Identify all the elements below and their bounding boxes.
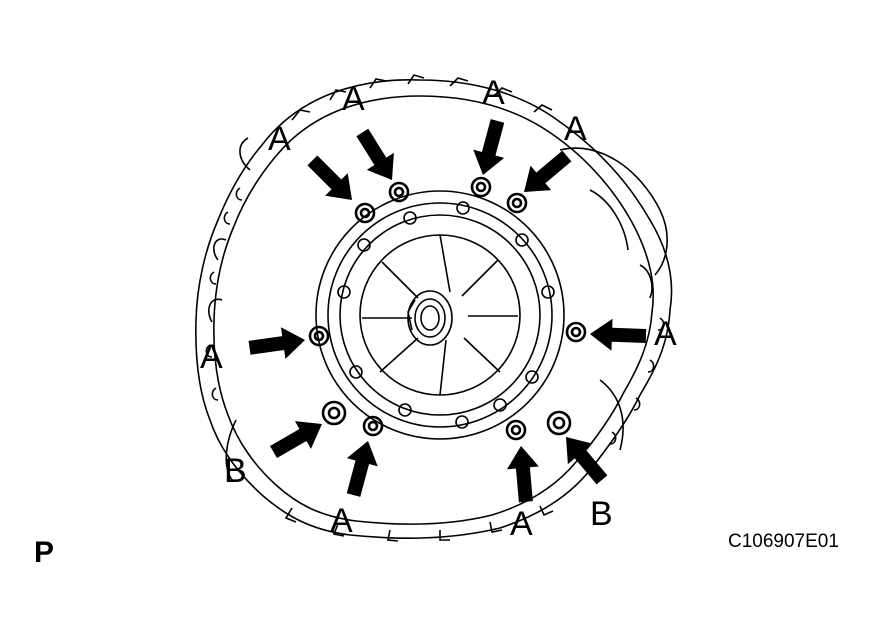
bolt-a (505, 419, 527, 441)
arrow-a-top-center (473, 119, 505, 175)
bolts (308, 176, 587, 441)
arrow-a-bottom-right (506, 446, 539, 503)
callout-a-right: A (654, 315, 677, 353)
bolt-b (546, 410, 572, 436)
bolt-a (308, 325, 330, 347)
callout-a-top-left-1: A (268, 120, 291, 158)
callout-b-bottom-right: B (590, 495, 613, 533)
callout-b-bottom-left: B (224, 452, 247, 490)
view-mark: P (34, 536, 55, 569)
transmission-housing (195, 74, 673, 542)
bolt-a (354, 202, 376, 224)
arrow-b-bottom-left (270, 421, 322, 459)
arrow-a-top-left-1 (307, 155, 352, 200)
bolt-a (388, 181, 410, 203)
arrow-a-right (590, 318, 647, 351)
bolt-a (565, 321, 587, 343)
arrow-a-bottom-left (346, 441, 378, 497)
arrow-a-left (248, 327, 305, 359)
callout-labels: A A A A A A B A A B (200, 74, 677, 543)
callout-a-left: A (200, 338, 223, 376)
callout-a-bottom-left: A (330, 502, 353, 540)
callout-a-top-left-2: A (342, 80, 365, 118)
arrow-a-top-right (524, 150, 572, 192)
callout-a-top-center: A (482, 74, 505, 112)
figure-id: C106907E01 (728, 531, 839, 552)
arrow-a-top-left-2 (356, 128, 394, 180)
bolt-b (321, 400, 347, 426)
callout-arrows (248, 119, 647, 503)
arrow-b-bottom-right (566, 437, 608, 485)
bolt-a (506, 192, 528, 214)
callout-a-bottom-right: A (510, 505, 533, 543)
bolt-a (362, 415, 384, 437)
bolt-a (470, 176, 492, 198)
callout-a-top-right: A (564, 110, 587, 148)
oil-pump-body (315, 190, 565, 440)
input-shaft (407, 290, 453, 346)
pump-bolt-holes (337, 201, 555, 429)
